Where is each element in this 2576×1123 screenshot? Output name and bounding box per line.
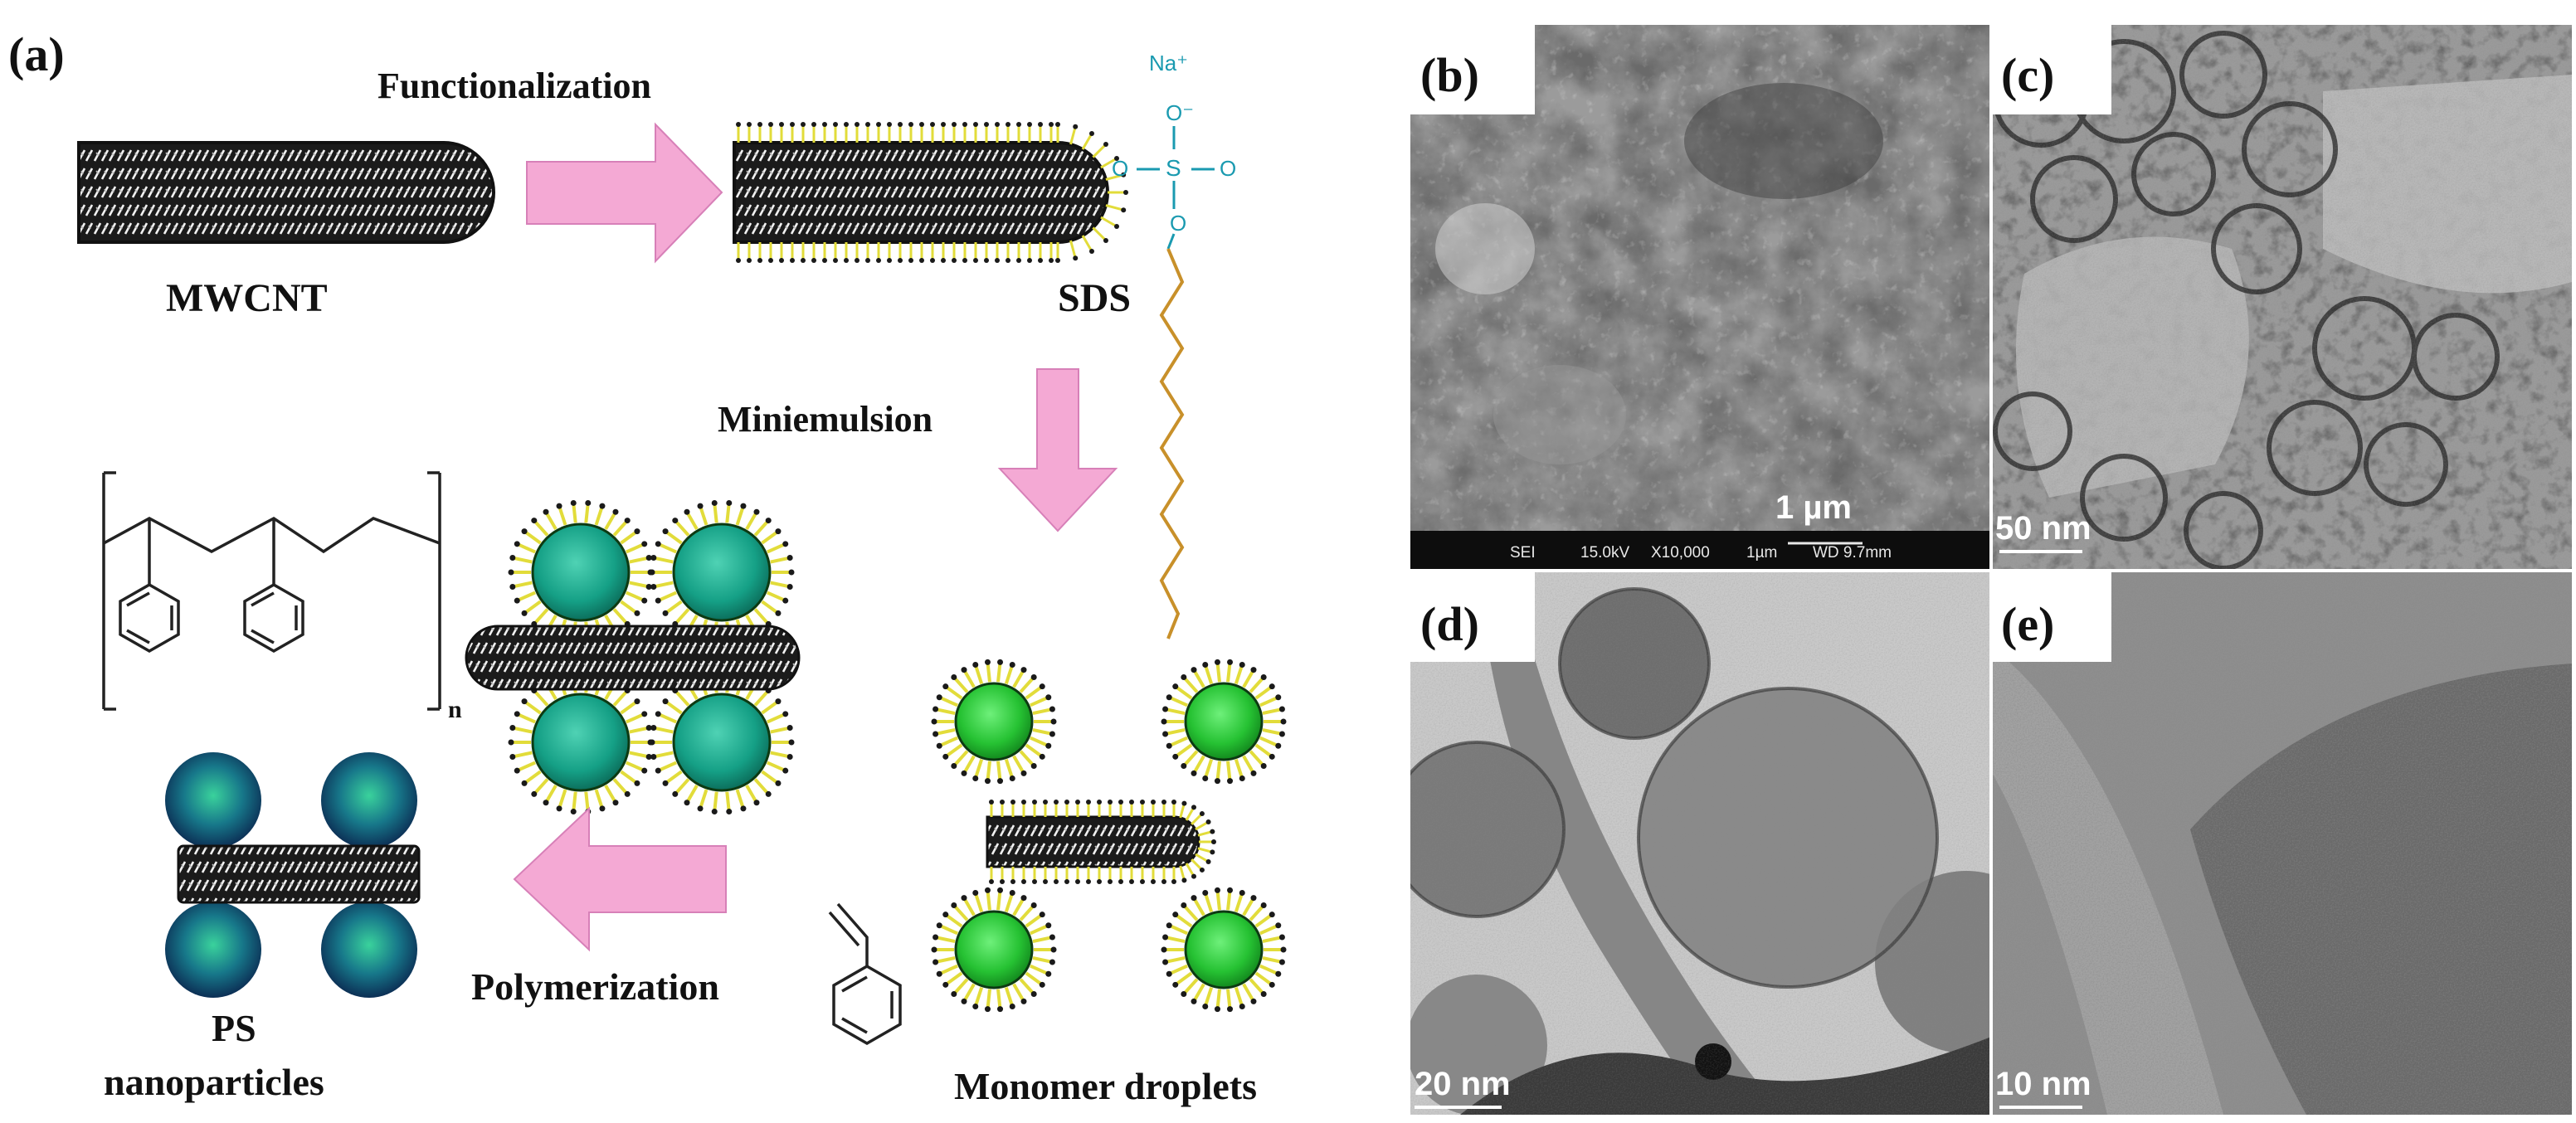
panel-a-schematic: (a) Functionalization MWCNT SDS Na⁺ O⁻ O… <box>8 27 1287 1107</box>
sem-databar-item: X10,000 <box>1651 544 1710 562</box>
teal-droplet <box>508 669 654 815</box>
small-coated-tube <box>986 815 1200 868</box>
miniemulsion-label: Miniemulsion <box>718 399 933 440</box>
monomer-droplet <box>931 887 1057 1013</box>
monomer-droplet <box>1161 887 1287 1013</box>
teal-droplet <box>649 669 795 815</box>
sds-o-minus: O⁻ <box>1166 100 1194 125</box>
panel-b-label-box <box>1410 25 1535 114</box>
sds-alkyl-chain <box>1159 248 1185 639</box>
sem-databar-item: 15.0kV <box>1580 544 1629 562</box>
panel-d-label: (d) <box>1420 597 1479 651</box>
ps-label-line1: PS <box>212 1007 256 1049</box>
panel-e-label: (e) <box>2001 597 2054 651</box>
styrene-monomer <box>828 902 902 1046</box>
monomer-droplets-label: Monomer droplets <box>954 1065 1257 1107</box>
sds-s: S <box>1166 155 1181 181</box>
functionalization-arrow <box>526 122 723 264</box>
monomer-droplet <box>931 659 1057 785</box>
panel-e-label-box <box>1991 572 2111 662</box>
mwcnt-tube <box>77 141 495 244</box>
panel-c-label: (c) <box>2001 48 2054 102</box>
panel-e-scale-text: 10 nm <box>1995 1066 2091 1102</box>
sds-label: SDS <box>1058 276 1131 320</box>
sds-molecule: Na⁺ O⁻ O S O O <box>1112 51 1236 639</box>
monomer-droplets <box>931 659 1287 1013</box>
micrograph-grid-lines <box>1410 25 2572 1115</box>
sds-o-left: O <box>1112 156 1128 181</box>
monomer-droplet <box>1161 659 1287 785</box>
ps-label-line2: nanoparticles <box>104 1061 324 1103</box>
teal-droplet <box>508 499 654 645</box>
miniemulsion-arrow <box>997 368 1118 532</box>
panel-d-scale-text: 20 nm <box>1415 1066 1511 1102</box>
sem-databar-item: 1µm <box>1746 544 1777 562</box>
panel-d-label-box <box>1410 572 1535 662</box>
sem-databar-item: SEI <box>1510 544 1536 562</box>
sds-na: Na⁺ <box>1149 51 1188 75</box>
sem-databar-item: WD 9.7mm <box>1813 544 1892 562</box>
sds-o-right: O <box>1220 156 1236 181</box>
cnt-droplet-composite <box>465 499 801 815</box>
panel-b-sem-image <box>1410 25 1991 571</box>
panel-a-label: (a) <box>8 27 65 81</box>
polymer-subscript-n: n <box>448 696 462 723</box>
panel-c-scale-text: 50 nm <box>1995 510 2091 547</box>
panel-b-label: (b) <box>1420 48 1479 102</box>
panel-b-sem-databar: SEI 15.0kV X10,000 1µm WD 9.7mm <box>1510 544 1892 562</box>
panel-c-label-box <box>1991 25 2111 114</box>
sds-o-bottom: O <box>1170 211 1186 236</box>
polymerization-label: Polymerization <box>471 965 719 1008</box>
panel-c-tem-image <box>1991 25 2572 571</box>
polymerization-arrow <box>513 806 727 952</box>
panel-b-scale-text: 1 µm <box>1775 489 1852 526</box>
teal-droplet <box>649 499 795 645</box>
polystyrene-structure <box>102 471 441 711</box>
sds-coated-tube <box>733 122 1128 263</box>
ps-nanoparticle-composite <box>165 752 421 998</box>
mwcnt-label: MWCNT <box>166 276 328 320</box>
functionalization-label: Functionalization <box>377 66 651 106</box>
